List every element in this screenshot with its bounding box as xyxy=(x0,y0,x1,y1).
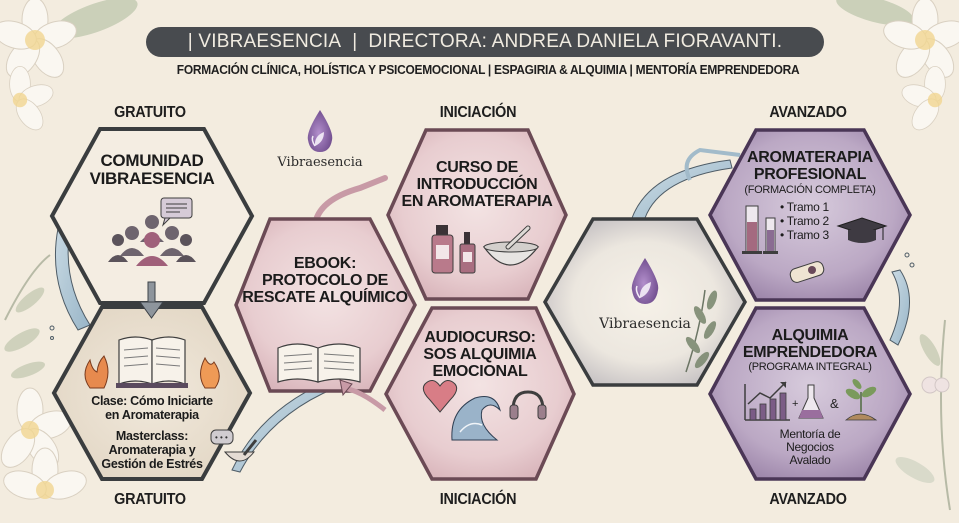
hex-ebook-title[interactable]: EBOOK: PROTOCOLO DE RESCATE ALQUÍMICO xyxy=(242,255,408,306)
flower-decoration-bottom-left-icon xyxy=(0,387,87,500)
dropper-bottle-icon xyxy=(459,232,476,274)
tier-label-iniciacion-top: INICIACIÓN xyxy=(439,104,517,121)
graduated-cylinder-icon xyxy=(742,205,778,254)
graduation-cap-icon xyxy=(836,217,888,243)
leaf-branch-decoration-left-icon xyxy=(4,254,51,379)
hex-aromaterapia-profesional-title[interactable]: AROMATERAPIA PROFESIONAL xyxy=(747,149,873,183)
headphones-icon xyxy=(509,390,547,420)
hex-aromaterapia-profesional xyxy=(708,128,912,302)
pink-arrow-icon xyxy=(339,379,387,412)
tier-label-gratuito-bottom: GRATUITO xyxy=(114,491,186,508)
flower-decoration-top-right-icon xyxy=(836,0,959,131)
chat-bubble-icon xyxy=(160,197,193,227)
open-book-icon xyxy=(277,343,361,383)
flower-decoration-top-left-icon xyxy=(0,0,138,131)
hex-clases-masterclass-text[interactable]: Masterclass: Aromaterapia y Gestión de E… xyxy=(101,429,203,471)
hex-alquimia-emprendedora-title[interactable]: ALQUIMIA EMPRENDEDORA xyxy=(742,327,878,361)
hex-aromaterapia-profesional-subtitle: (FORMACIÓN COMPLETA) xyxy=(744,184,876,196)
purple-drop-leaf-icon xyxy=(631,258,659,304)
tramo-item: • Tramo 1 xyxy=(780,200,829,214)
hex-clases xyxy=(51,305,253,481)
hex-audiocurso-title[interactable]: AUDIOCURSO: SOS ALQUIMIA EMOCIONAL xyxy=(423,329,537,380)
arrow-down-icon xyxy=(139,281,164,319)
tramo-item: • Tramo 3 xyxy=(780,227,829,242)
tier-label-avanzado-top: AVANZADO xyxy=(769,104,847,121)
ampersand-symbol: & xyxy=(830,396,839,411)
header-title-director: DIRECTORA: ANDREA DANIELA FIORAVANTI. xyxy=(368,31,783,52)
open-book-icon xyxy=(116,336,188,388)
hex-comunidad-title[interactable]: COMUNIDAD VIBRAESENCIA xyxy=(89,151,215,188)
flame-icon xyxy=(200,356,220,389)
hex-curso-title[interactable]: CURSO DE INTRODUCCIÓN EN AROMATERAPIA xyxy=(401,159,553,210)
chat-bubble-icon: • • • xyxy=(210,429,234,445)
hex-alquimia-emprendedora-subtitle: (PROGRAMA INTEGRAL) xyxy=(748,361,872,373)
header-bar: | VIBRAESENCIA | DIRECTORA: ANDREA DANIE… xyxy=(146,27,824,57)
header-subtitle: FORMACIÓN CLÍNICA, HOLÍSTICA Y PSICOEMOC… xyxy=(176,62,800,77)
tier-label-gratuito-top: GRATUITO xyxy=(114,104,186,121)
header-separator: | xyxy=(352,31,358,52)
hex-curso xyxy=(386,128,568,301)
tier-label-iniciacion-bottom: INICIACIÓN xyxy=(439,491,517,508)
growth-chart-icon xyxy=(744,381,790,421)
mortar-pestle-icon xyxy=(223,439,258,462)
olive-branch-icon xyxy=(685,289,718,373)
leaf-branch-decoration-right-icon xyxy=(895,319,951,511)
hex-audiocurso xyxy=(384,306,576,481)
hex-clases-class-text[interactable]: Clase: Cómo Iniciarte en Aromaterapia xyxy=(91,394,213,422)
tramo-item: • Tramo 2 xyxy=(780,213,829,228)
essential-oil-bottle-icon xyxy=(431,225,454,274)
flask-icon xyxy=(798,384,824,419)
brand-logo-text-center: Vibraesencia xyxy=(599,316,691,332)
sprout-icon xyxy=(844,379,878,421)
mortar-pestle-icon xyxy=(482,225,540,266)
community-group-icon xyxy=(108,215,196,266)
tramo-list: • Tramo 1 • Tramo 2 • Tramo 3 xyxy=(780,200,840,242)
header-title-brand: | VIBRAESENCIA xyxy=(187,31,342,52)
plus-symbol: + xyxy=(792,398,799,410)
flame-icon xyxy=(84,355,109,389)
brand-logo-text-small: Vibraesencia xyxy=(277,155,363,170)
wave-icon xyxy=(451,396,501,441)
diploma-scroll-icon xyxy=(789,261,825,283)
tier-label-avanzado-bottom: AVANZADO xyxy=(769,491,847,508)
svg-text:• • •: • • • xyxy=(215,433,228,442)
purple-drop-leaf-icon xyxy=(307,110,333,152)
heart-icon xyxy=(422,380,458,413)
hex-alquimia-emprendedora-desc: Mentoría de Negocios Avalado xyxy=(779,427,841,468)
